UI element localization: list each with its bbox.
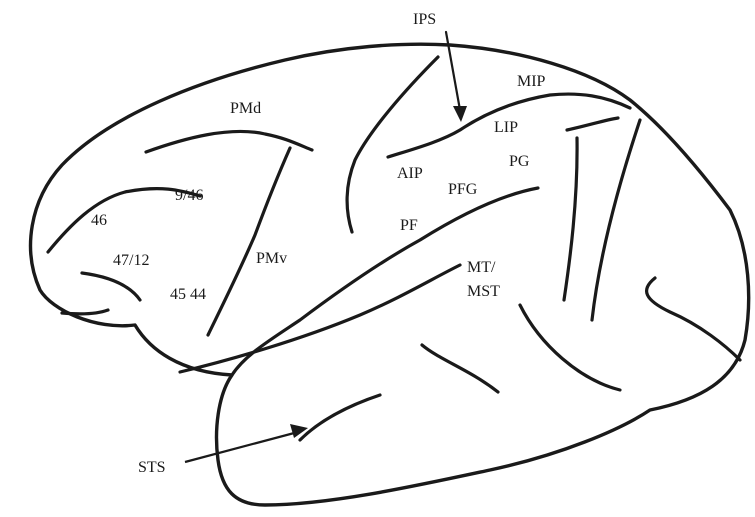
label-mip: MIP: [517, 73, 546, 90]
prelunate-sulcus: [564, 138, 577, 300]
label-9-46: 9/46: [175, 187, 203, 204]
arcuate-sulcus-lower: [208, 148, 290, 335]
label-lip: LIP: [494, 119, 518, 136]
label-pg: PG: [509, 153, 530, 170]
label-45-44: 45 44: [170, 286, 206, 303]
label-mst: MST: [467, 283, 500, 300]
arcuate-sulcus-upper: [146, 131, 312, 152]
label-pfg: PFG: [448, 181, 478, 198]
temporal-sulcus-lower: [422, 345, 498, 392]
brain-outline: [31, 44, 749, 505]
superior-temporal-sulcus: [232, 188, 538, 375]
label-47-12: 47/12: [113, 252, 149, 269]
label-pf: PF: [400, 217, 418, 234]
label-pmv: PMv: [256, 250, 287, 267]
label-46: 46: [91, 212, 107, 229]
label-sts: STS: [138, 459, 166, 476]
inferior-temporal-sulcus: [300, 395, 380, 440]
label-mt: MT/: [467, 259, 496, 276]
temporal-sulcus-upper: [520, 305, 620, 390]
label-ips: IPS: [413, 11, 436, 28]
ips-arrow-head: [453, 106, 467, 122]
sts-arrow-line: [185, 432, 298, 462]
orbital-sulcus-1: [82, 273, 140, 300]
lunate-sulcus: [567, 118, 618, 130]
label-aip: AIP: [397, 165, 423, 182]
occipital-sulcus: [647, 278, 740, 360]
label-pmd: PMd: [230, 100, 261, 117]
parieto-occipital-border: [592, 120, 640, 320]
lateral-fissure: [180, 265, 460, 372]
